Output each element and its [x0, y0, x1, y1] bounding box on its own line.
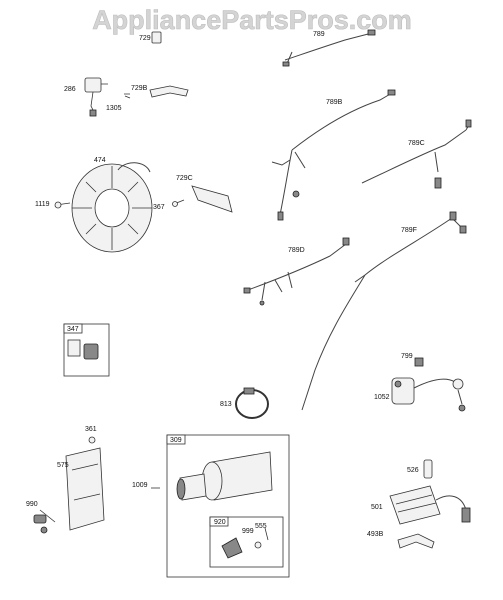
callout-493B: 493B — [367, 531, 384, 538]
callout-789F: 789F — [401, 227, 417, 234]
part-367[interactable]: 367 — [153, 199, 185, 211]
part-361[interactable]: 361 — [85, 426, 97, 444]
callout-999: 999 — [242, 528, 254, 535]
part-789D[interactable]: 789D — [243, 237, 350, 306]
part-501[interactable]: 501 — [371, 485, 471, 525]
callout-789: 789 — [313, 31, 325, 38]
callout-474: 474 — [94, 157, 106, 164]
callout-555: 555 — [255, 523, 267, 530]
part-575[interactable]: 575 — [57, 447, 105, 531]
callout-309: 309 — [170, 437, 182, 444]
part-789F[interactable]: 789F — [301, 211, 467, 411]
callout-501: 501 — [371, 504, 383, 511]
part-493B[interactable]: 493B — [367, 531, 435, 549]
part-1305[interactable]: 1305 — [106, 93, 131, 112]
callout-347: 347 — [67, 326, 79, 333]
callout-789C: 789C — [408, 140, 425, 147]
part-799[interactable]: 799 — [401, 353, 424, 367]
part-990[interactable]: 990 — [26, 501, 56, 534]
callout-729C: 729C — [176, 175, 193, 182]
part-555[interactable]: 555 — [255, 523, 269, 541]
part-1119[interactable]: 1119 — [35, 201, 71, 209]
part-347[interactable]: 347 — [63, 323, 110, 377]
part-920[interactable]: 920 — [209, 516, 284, 568]
callout-367: 367 — [153, 204, 165, 211]
callout-799: 799 — [401, 353, 413, 360]
part-729C[interactable]: 729C — [176, 175, 233, 213]
callout-1052: 1052 — [374, 394, 390, 401]
part-526[interactable]: 526 — [407, 459, 433, 479]
part-474[interactable]: 474 — [71, 157, 153, 253]
part-1052[interactable]: 1052 — [374, 377, 466, 412]
part-999[interactable]: 999 — [242, 528, 262, 549]
callout-789D: 789D — [288, 247, 305, 254]
callout-1119: 1119 — [35, 201, 50, 208]
part-729[interactable]: 729 — [139, 31, 162, 44]
callout-813: 813 — [220, 401, 232, 408]
part-286[interactable]: 286 — [64, 77, 108, 117]
callout-729: 729 — [139, 35, 151, 42]
watermark-text: AppliancePartsPros.com — [92, 5, 412, 35]
part-789C[interactable]: 789C — [361, 119, 472, 189]
callout-361: 361 — [85, 426, 97, 433]
part-729B[interactable]: 729B — [131, 85, 189, 98]
callout-920: 920 — [214, 519, 226, 526]
callout-526: 526 — [407, 467, 419, 474]
callout-1305: 1305 — [106, 105, 122, 112]
callout-990: 990 — [26, 501, 38, 508]
callout-1009: 1009 — [132, 482, 148, 489]
callout-789B: 789B — [326, 99, 343, 106]
part-1009[interactable]: 1009 — [132, 482, 160, 489]
part-789B[interactable]: 789B — [271, 89, 396, 221]
part-813[interactable]: 813 — [220, 387, 269, 419]
callout-729B: 729B — [131, 85, 148, 92]
callout-575: 575 — [57, 462, 69, 469]
callout-286: 286 — [64, 86, 76, 93]
part-789[interactable]: 789 — [282, 29, 376, 67]
